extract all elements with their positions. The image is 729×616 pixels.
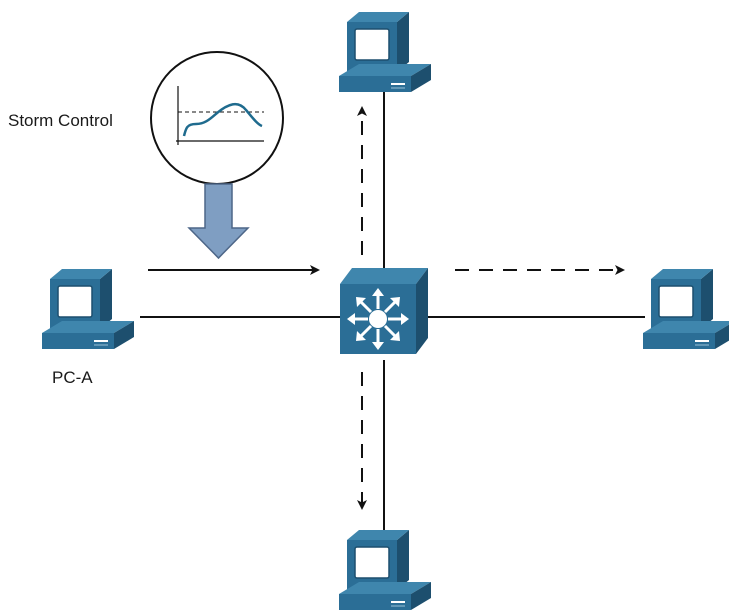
down-arrow-icon [187,183,250,260]
storm-control-label: Storm Control [8,111,113,130]
left-pc-icon [41,268,135,350]
multilayer-switch-icon [340,268,428,354]
right-pc-icon [642,268,729,350]
storm-graph-icon [150,51,284,185]
bottom-pc-icon [338,529,432,611]
top-pc-icon [338,11,432,93]
pc-a-label: PC-A [52,368,93,387]
